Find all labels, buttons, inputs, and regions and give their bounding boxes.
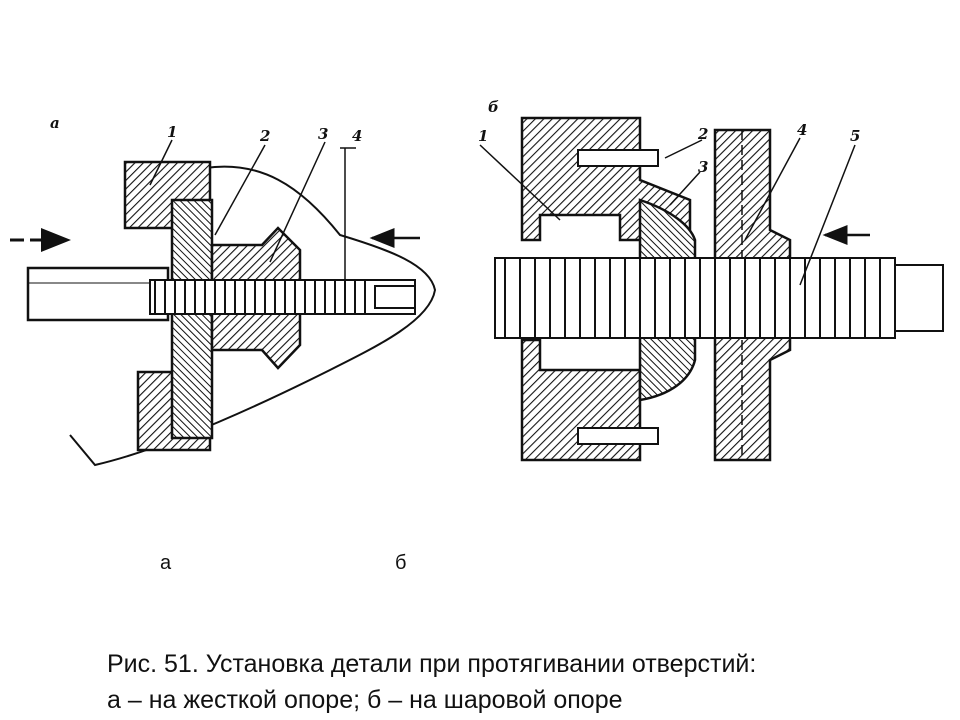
view-a-letter: а — [50, 114, 60, 132]
screw-bottom-b — [577, 427, 659, 445]
label-a-1: 1 — [167, 123, 177, 141]
label-a-2: 2 — [259, 127, 270, 145]
sublabel-a: а — [160, 552, 172, 574]
screw-top-b — [577, 149, 659, 167]
label-b-5: 5 — [850, 127, 860, 145]
broach-teeth-a — [149, 279, 416, 315]
label-b-1: 1 — [478, 127, 488, 145]
sublabel-b: б — [395, 552, 407, 574]
support-plate-a — [170, 198, 214, 440]
view-b-letter: б — [488, 98, 499, 116]
label-a-4: 4 — [352, 127, 362, 145]
technical-drawing: а 1 2 3 4 — [10, 98, 944, 467]
caption-line-1: Рис. 51. Установка детали при протягиван… — [107, 650, 757, 678]
part-labels-a — [149, 139, 356, 290]
label-b-2: 2 — [697, 125, 708, 143]
broach-shank-a — [26, 266, 170, 322]
caption-line-2: а – на жесткой опоре; б – на шаровой опо… — [107, 686, 623, 714]
label-b-3: 3 — [698, 158, 708, 176]
label-a-3: 3 — [318, 125, 328, 143]
view-a: а 1 2 3 4 — [10, 114, 437, 467]
view-b: б 1 2 3 4 5 — [478, 98, 944, 462]
label-b-4: 4 — [797, 121, 807, 139]
broach-b — [494, 257, 944, 339]
part-labels-b — [479, 137, 856, 286]
figure-caption: Рис. 51. Установка детали при протягиван… — [107, 646, 927, 718]
